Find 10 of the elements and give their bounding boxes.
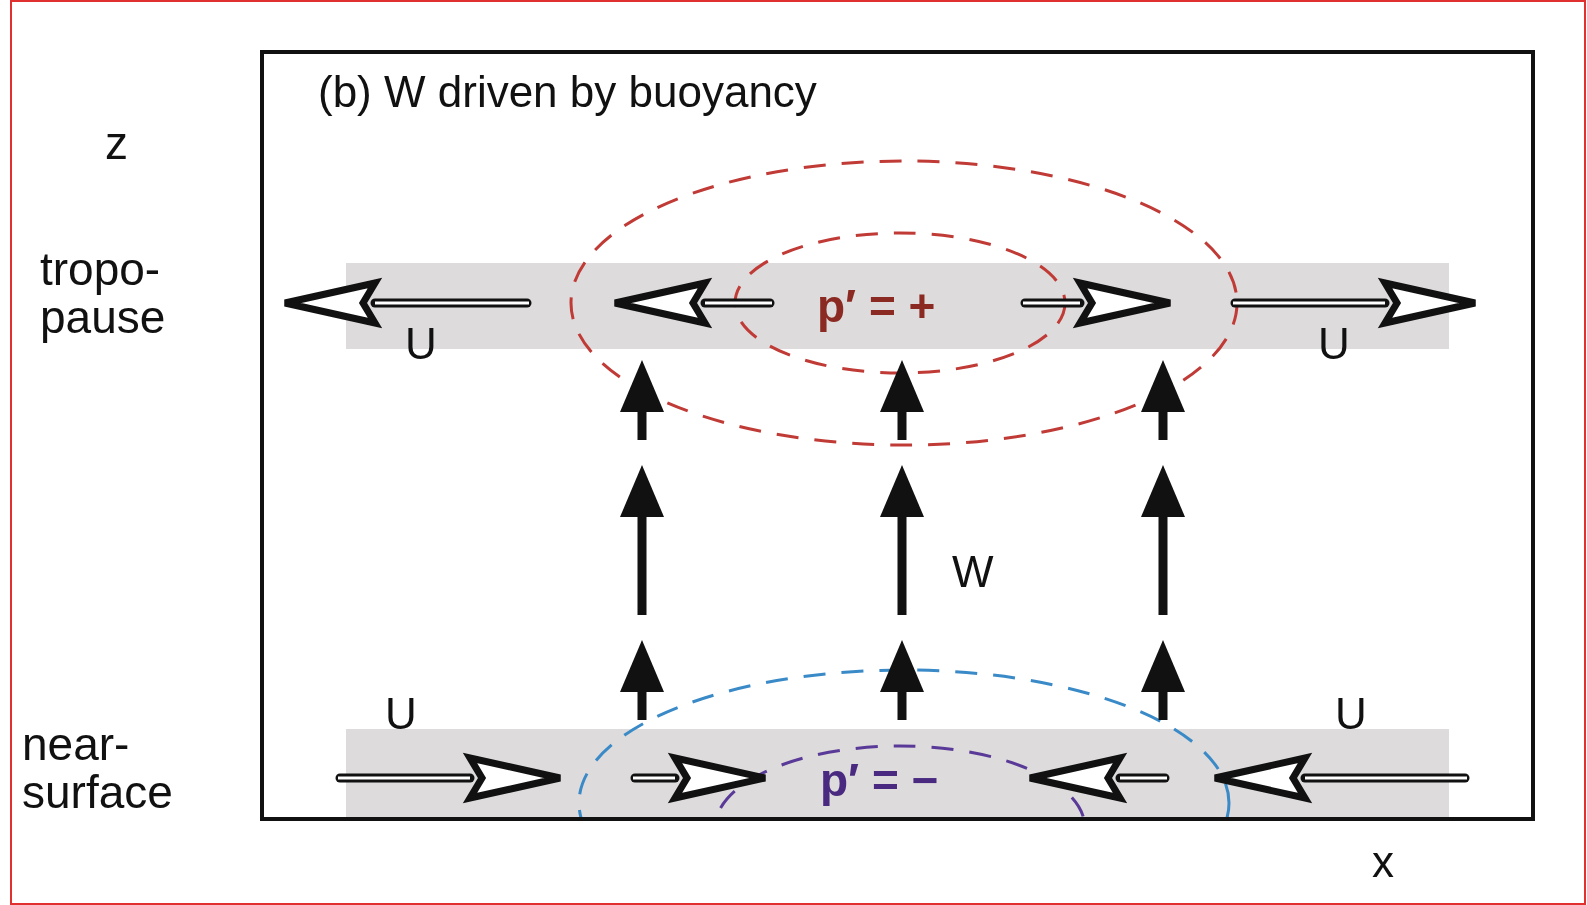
wind-label: U bbox=[1335, 692, 1367, 736]
axis-label: x bbox=[1372, 840, 1394, 884]
axis-label: z bbox=[105, 120, 128, 166]
velocity-label: W bbox=[952, 550, 994, 594]
wind-label: U bbox=[1318, 322, 1350, 366]
level-label: tropo- pause bbox=[40, 245, 167, 342]
panel-title: (b) W driven by buoyancy bbox=[318, 70, 817, 114]
wind-label: U bbox=[405, 322, 437, 366]
level-label: near- surface bbox=[22, 720, 174, 817]
wind-label: U bbox=[385, 692, 417, 736]
